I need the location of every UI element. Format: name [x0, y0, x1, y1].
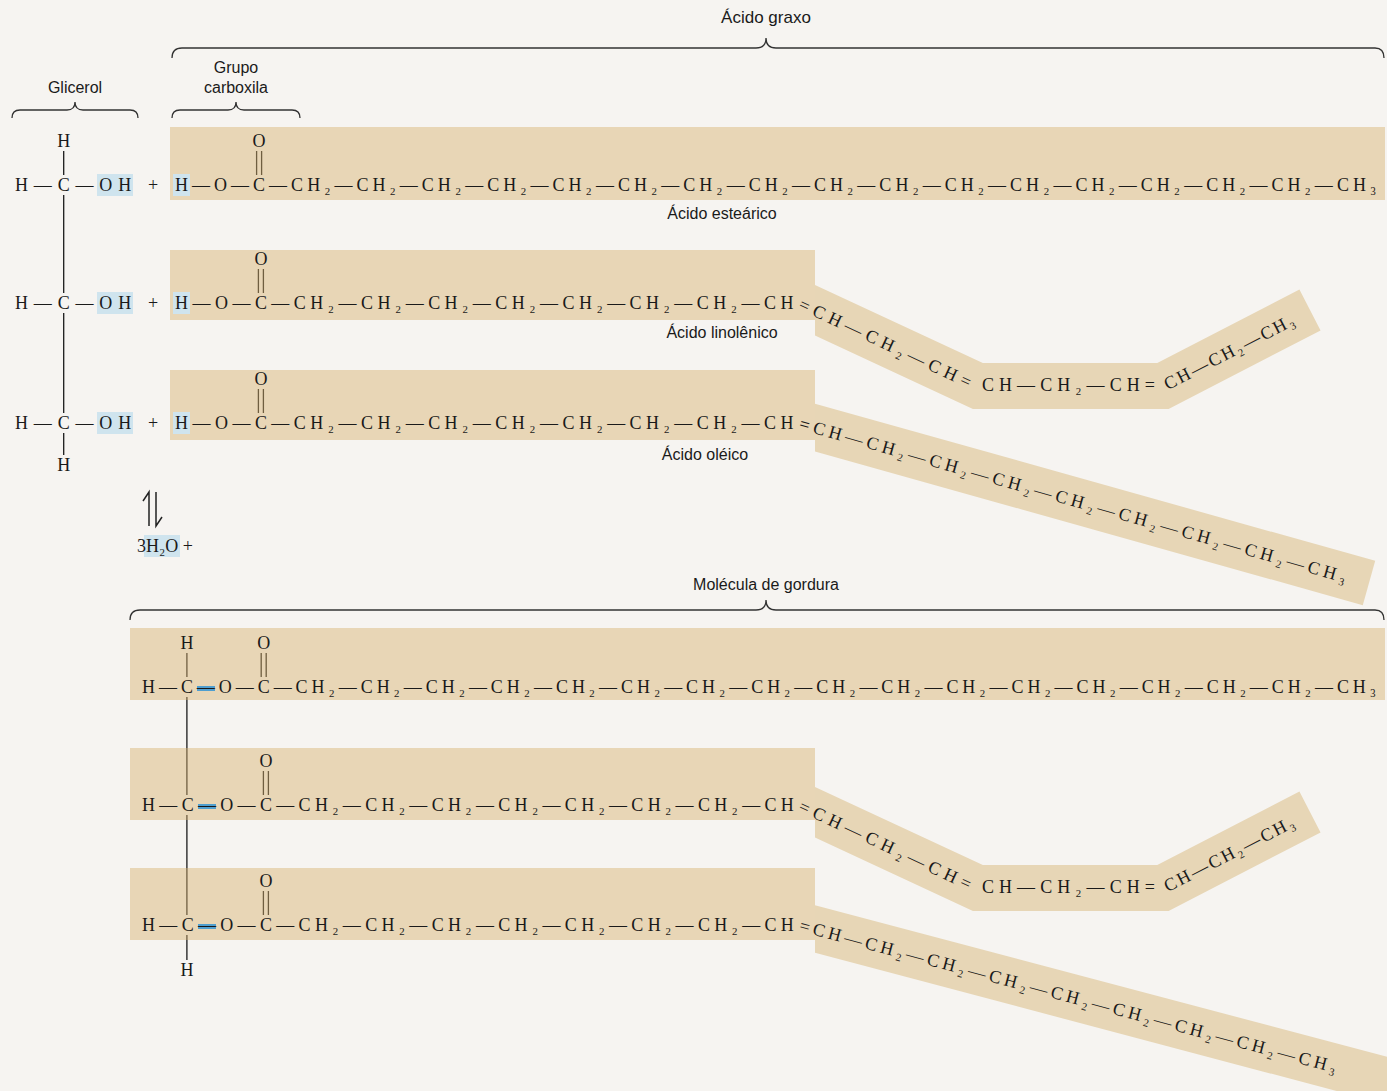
- text-holder: O: [257, 632, 270, 654]
- text-holder: H: [57, 130, 70, 152]
- fat-band: O H—C—O—C—CH₂—CH₂—CH₂—CH₂—CH₂—CH₂—CH₂—CH: [130, 868, 815, 940]
- label: Ácido graxo: [721, 8, 811, 28]
- bond-line: [63, 433, 64, 455]
- fat-band: O H—C—O—C—CH₂—CH₂—CH₂—CH₂—CH₂—CH₂—CH₂—CH: [130, 748, 815, 820]
- fat-band: O H—O—C—CH₂—CH₂—CH₂—CH₂—CH₂—CH₂—CH₂—CH₂—C…: [170, 127, 1385, 200]
- formula: =CH—CH₂—CH=: [795, 795, 979, 897]
- bond-line: [63, 195, 64, 293]
- formula: =CH—CH₂—CH=: [795, 293, 979, 395]
- text-holder: =CH—CH₂—CH₂—CH₂—CH₂—CH₂—CH₂—CH₂—CH₃: [797, 412, 1353, 588]
- formula: H: [57, 130, 70, 152]
- text-holder: H—C—O—C—CH₂—CH₂—CH₂—CH₂—CH₂—CH₂—CH₂—CH: [142, 794, 798, 816]
- text-holder: Ácido graxo: [721, 8, 811, 28]
- formula: +: [148, 292, 158, 314]
- text-holder: H—C—O—C—CH₂—CH₂—CH₂—CH₂—CH₂—CH₂—CH₂—CH₂—…: [142, 676, 1380, 698]
- text-holder: =CH—CH₂—CH=: [795, 795, 979, 897]
- atom-label: O: [259, 870, 272, 892]
- fat-band: O H—O—C—CH₂—CH₂—CH₂—CH₂—CH₂—CH₂—CH₂—CH: [170, 250, 815, 320]
- text-holder: 3H₂O +: [137, 535, 193, 557]
- atom-label: O: [254, 368, 267, 390]
- text-holder: H—O—C—CH₂—CH₂—CH₂—CH₂—CH₂—CH₂—CH₂—CH: [175, 292, 798, 314]
- atom-label: O: [257, 632, 270, 654]
- brackets: [12, 38, 1384, 620]
- label: Glicerol: [48, 78, 102, 98]
- text-holder: Ácido linolênico: [666, 323, 777, 343]
- text-holder: Ácido esteárico: [667, 204, 776, 224]
- text-holder: H—C—OH: [15, 412, 137, 434]
- atom-label: O: [259, 750, 272, 772]
- text-holder: H: [57, 454, 70, 476]
- text-holder: H: [180, 959, 193, 981]
- text-holder: Molécula de gordura: [693, 575, 839, 595]
- bond-line: [63, 313, 64, 413]
- formula: H: [180, 959, 193, 981]
- bracket: [12, 102, 138, 118]
- fat-band: O H—O—C—CH₂—CH₂—CH₂—CH₂—CH₂—CH₂—CH₂—CH: [170, 370, 815, 440]
- text-holder: Glicerol: [48, 78, 102, 98]
- bracket: [130, 600, 1384, 620]
- atom-label: H: [180, 632, 193, 654]
- bracket: [172, 102, 300, 118]
- label: Ácido oléico: [662, 445, 748, 465]
- text-holder: Ácido oléico: [662, 445, 748, 465]
- formula: +: [148, 412, 158, 434]
- text-holder: +: [148, 174, 158, 196]
- text-holder: +: [148, 292, 158, 314]
- formula-row: H—C—O—C—CH₂—CH₂—CH₂—CH₂—CH₂—CH₂—CH₂—CH: [142, 914, 798, 936]
- bond-line: [63, 151, 64, 175]
- text-holder: H: [180, 632, 193, 654]
- formula: CH—CH₂—CH=: [982, 374, 1160, 396]
- text-holder: =CH—CH₂—CH₂—CH₂—CH₂—CH₂—CH₂—CH₂—CH₃: [797, 914, 1343, 1078]
- label: Grupo carboxila: [186, 58, 286, 98]
- text-holder: O: [254, 248, 267, 270]
- text-holder: H—O—C—CH₂—CH₂—CH₂—CH₂—CH₂—CH₂—CH₂—CH: [175, 412, 798, 434]
- text-holder: =CH—CH₂—CH=: [795, 293, 979, 395]
- formula: H—C—OH: [15, 292, 137, 314]
- text-holder: H—C—O—C—CH₂—CH₂—CH₂—CH₂—CH₂—CH₂—CH₂—CH: [142, 914, 798, 936]
- atom-label: O: [254, 248, 267, 270]
- formula: H—C—OH: [15, 412, 137, 434]
- formula: 3H₂O +: [137, 535, 193, 557]
- bracket: [172, 38, 1384, 58]
- text-holder: CH—CH₂—CH=: [982, 374, 1160, 396]
- text-holder: +: [148, 412, 158, 434]
- formula: H: [57, 454, 70, 476]
- text-holder: O: [259, 870, 272, 892]
- arrow-up: [143, 492, 149, 526]
- formula-row: H—C—O—C—CH₂—CH₂—CH₂—CH₂—CH₂—CH₂—CH₂—CH: [142, 794, 798, 816]
- formula: H—C—OH: [15, 174, 137, 196]
- text-holder: O: [254, 368, 267, 390]
- text-holder: CH—CH₂—CH=: [982, 876, 1160, 898]
- formula: +: [148, 174, 158, 196]
- label: Ácido linolênico: [666, 323, 777, 343]
- text-holder: O: [259, 750, 272, 772]
- text-holder: H—C—OH: [15, 174, 137, 196]
- label: Ácido esteárico: [667, 204, 776, 224]
- formula-row: H—O—C—CH₂—CH₂—CH₂—CH₂—CH₂—CH₂—CH₂—CH: [175, 292, 798, 314]
- arrow-down: [156, 492, 162, 526]
- formula: CH—CH₂—CH=: [982, 876, 1160, 898]
- text-holder: O: [253, 130, 266, 152]
- text-holder: H—O—C—CH₂—CH₂—CH₂—CH₂—CH₂—CH₂—CH₂—CH₂—CH…: [175, 174, 1380, 196]
- text-holder: Grupo carboxila: [186, 58, 286, 98]
- fat-band: H O H—C—O—C—CH₂—CH₂—CH₂—CH₂—CH₂—CH₂—CH₂—CH…: [130, 628, 1385, 700]
- label: Molécula de gordura: [693, 575, 839, 595]
- equilibrium-arrows: [143, 492, 162, 526]
- formula: =CH—CH₂—CH₂—CH₂—CH₂—CH₂—CH₂—CH₂—CH₃: [797, 914, 1343, 1078]
- formula: =CH—CH₂—CH₂—CH₂—CH₂—CH₂—CH₂—CH₂—CH₃: [797, 412, 1353, 588]
- formula-row: H—C—O—C—CH₂—CH₂—CH₂—CH₂—CH₂—CH₂—CH₂—CH₂—…: [142, 676, 1380, 698]
- formula-row: H—O—C—CH₂—CH₂—CH₂—CH₂—CH₂—CH₂—CH₂—CH: [175, 412, 798, 434]
- atom-label: O: [253, 130, 266, 152]
- formula-row: H—O—C—CH₂—CH₂—CH₂—CH₂—CH₂—CH₂—CH₂—CH₂—CH…: [175, 174, 1380, 196]
- text-holder: H—C—OH: [15, 292, 137, 314]
